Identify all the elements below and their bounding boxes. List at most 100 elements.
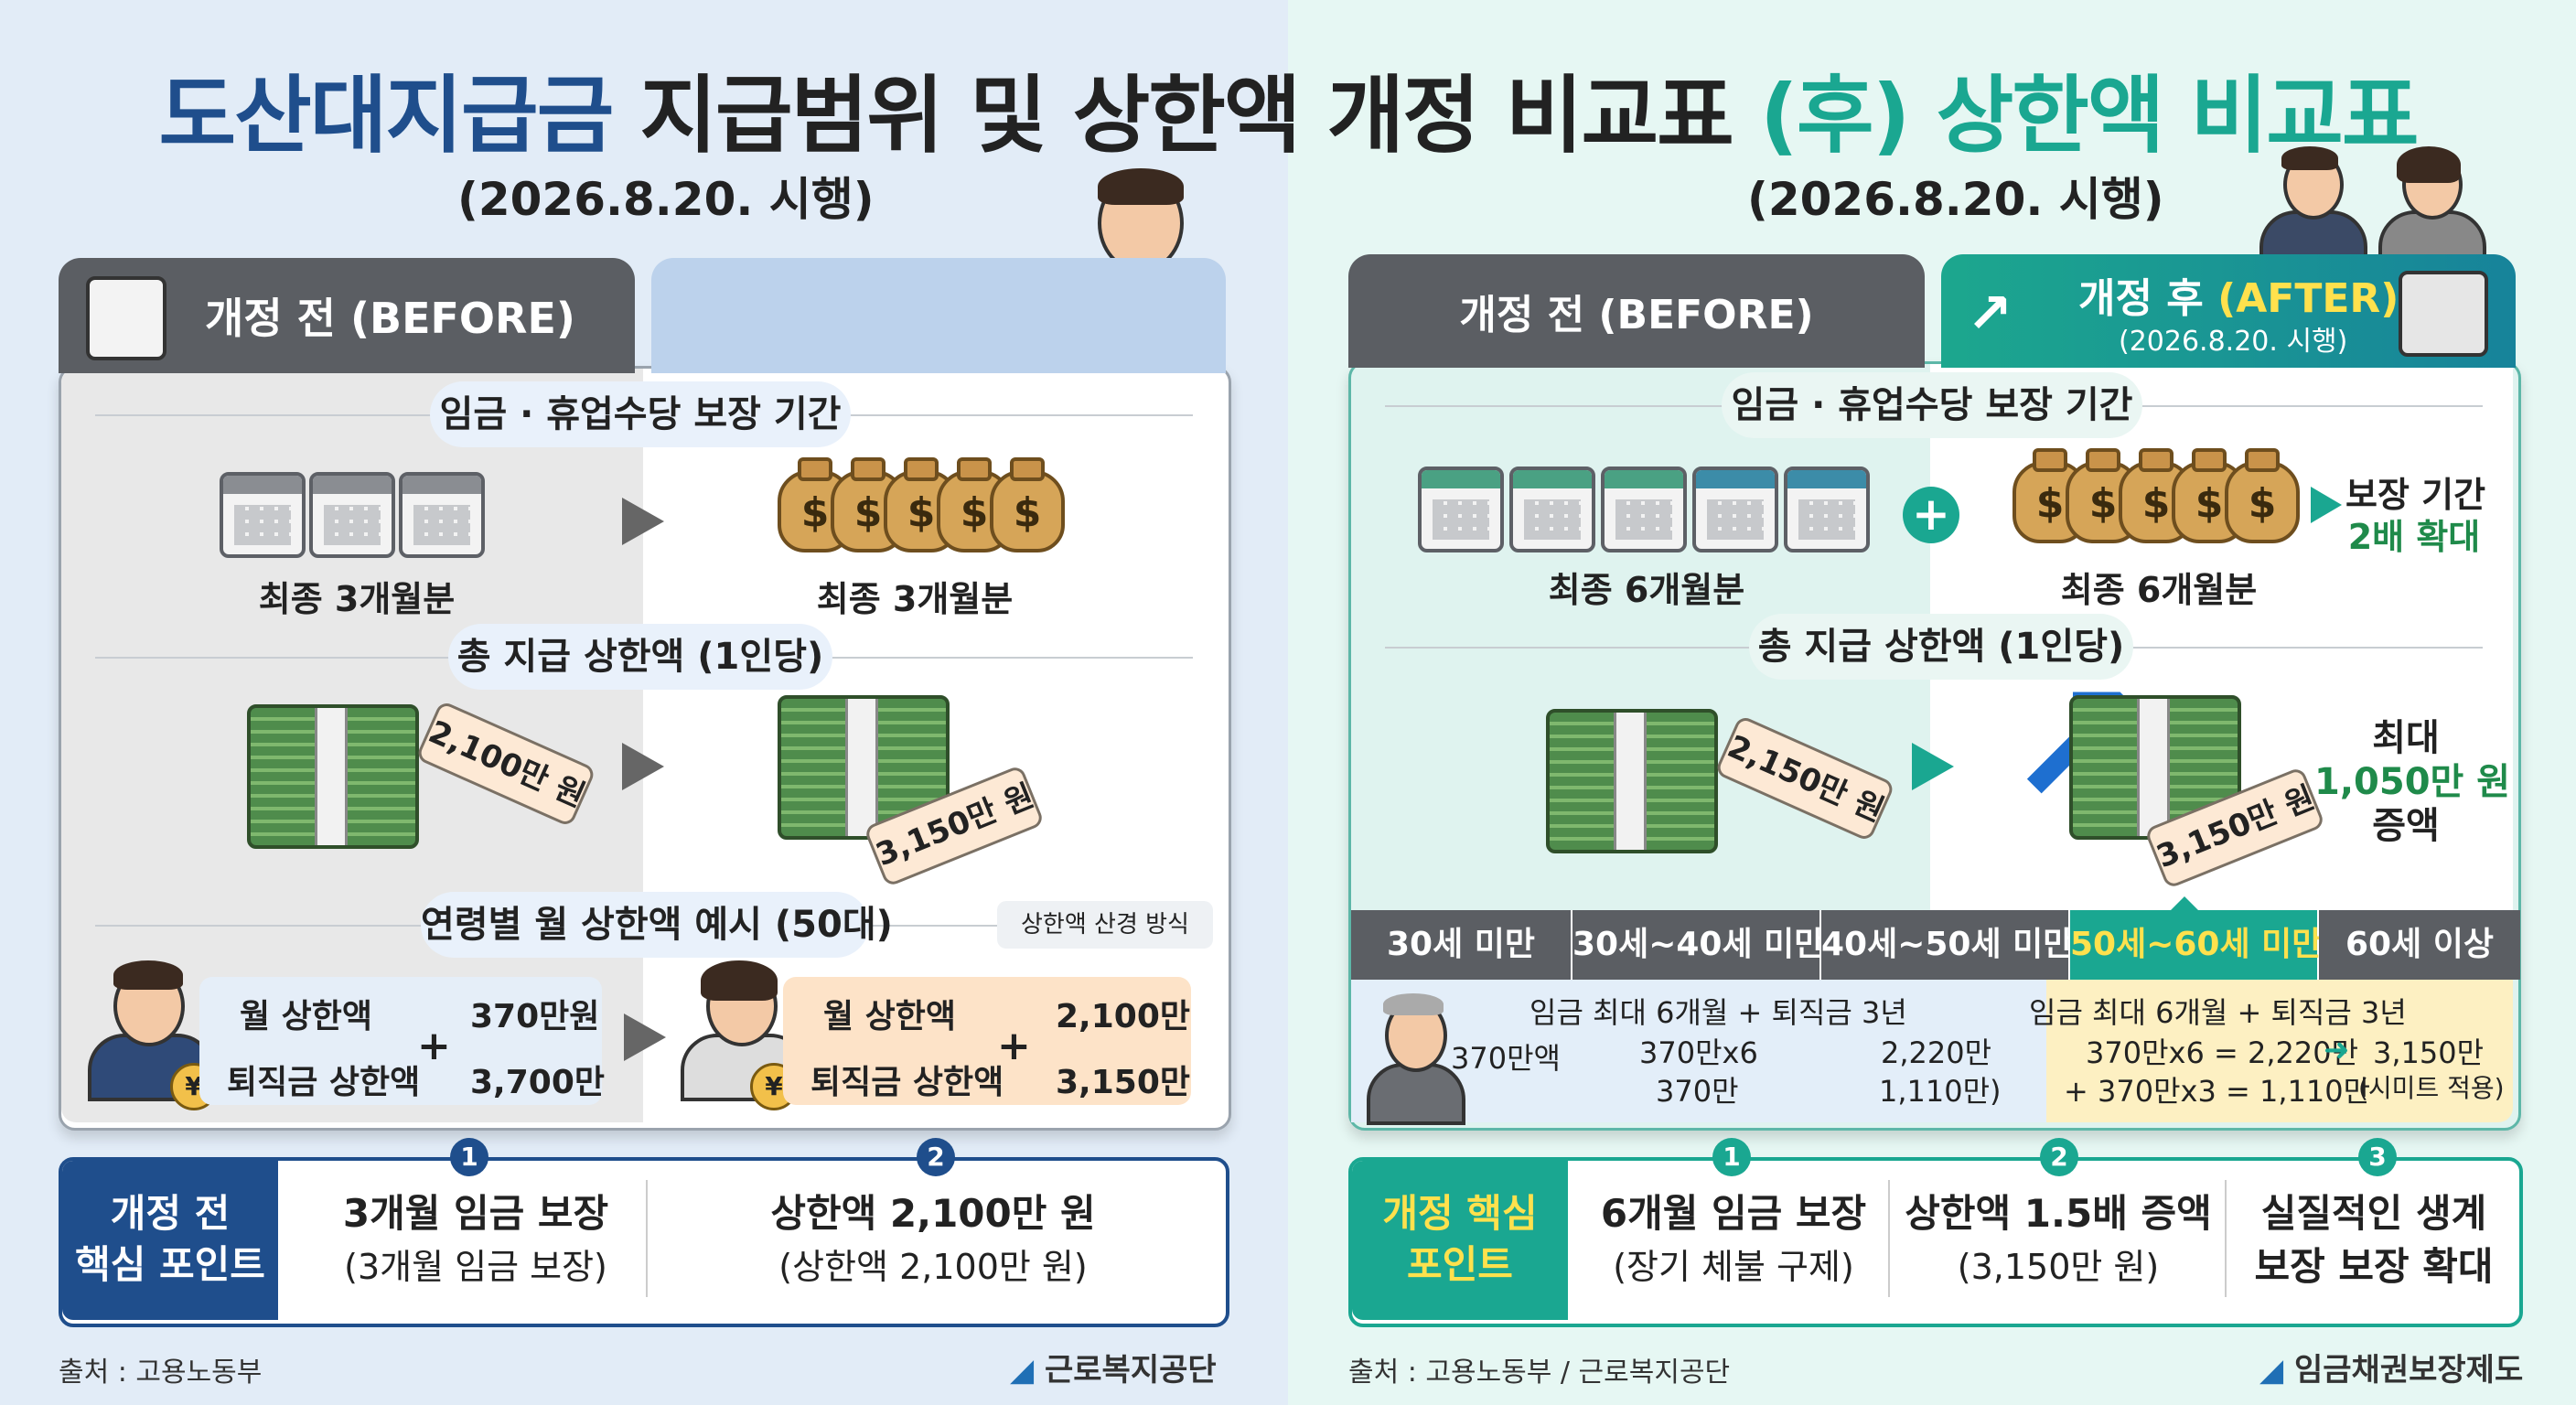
pointer-icon: [2168, 896, 2201, 913]
age-col-5: 60세 이상: [2319, 910, 2520, 980]
plus-icon: +: [1903, 487, 1959, 543]
after-tab-date: (2026.8.20. 시행): [2119, 326, 2348, 358]
left-subtitle: (2026.8.20. 시행): [457, 173, 875, 226]
elderly-worker-avatar: [1367, 993, 1467, 1125]
left-section2-pill: 총 지급 상한액 (1인당): [448, 624, 832, 690]
right-before-tab: 개정 전 (BEFORE): [1348, 254, 1925, 368]
expand-line1: 보장 기간: [2345, 475, 2486, 515]
key-main: 실질적인 생계: [2260, 1191, 2487, 1236]
money-bag-icon: $: [2225, 448, 2300, 543]
row-cell-5a: 3,150만: [2373, 1035, 2485, 1070]
after-tab-label: 개정 후: [2078, 275, 2204, 322]
left-before-tab-label: 개정 전 (BEFORE): [205, 294, 575, 343]
increase-line2: 1,050만 원: [2314, 761, 2511, 803]
male-worker-avatar: [86, 960, 214, 1101]
right-key-title: 개정 핵심 포인트: [1352, 1161, 1568, 1320]
key-sub: 보장 보장 확대: [2254, 1244, 2494, 1289]
divider: [1888, 1180, 1890, 1297]
arrow-right-icon: [624, 1014, 666, 1061]
row-cell-2b: 370만: [1656, 1074, 1739, 1109]
left-example-after: [783, 977, 1191, 1105]
age-col-2: 30세~40세 미만: [1572, 910, 1824, 980]
row-cell-3b: 1,110만): [1879, 1074, 2002, 1109]
trend-up-icon: ↗: [1967, 282, 2013, 346]
lock-calendar-icon: [86, 276, 166, 360]
left-after-tab: [651, 258, 1226, 373]
calendar-icon: [1784, 467, 1870, 552]
right-after-period: 최종 6개월분: [2060, 570, 2258, 610]
left-section1-pill: 임금 · 휴업수당 보장 기간: [430, 381, 851, 447]
arrow-right-icon: [1912, 743, 1954, 790]
ex1-label2: 퇴직금 상한액: [227, 1064, 421, 1101]
row-cell-1: 370만액: [1451, 1041, 1561, 1076]
right-after-tab: ↗ 개정 후 (AFTER) (2026.8.20. 시행): [1941, 254, 2516, 368]
right-logo-text: 임금채권보장제도: [2294, 1352, 2524, 1389]
row-head: 임금 최대 6개월 + 퇴직금 3년: [1530, 995, 1907, 1030]
ex1-plus: +: [417, 1023, 451, 1069]
divider: [2225, 1180, 2227, 1297]
calendar-icon: [309, 472, 395, 558]
expand-line2: 2배 확대: [2347, 517, 2481, 557]
method-label: 상한액 산경 방식: [997, 901, 1213, 949]
key-sub: (상한액 2,100만 원): [778, 1247, 1088, 1287]
ex2-val1: 2,100만: [1056, 998, 1190, 1035]
increase-line3: 증액: [2372, 805, 2440, 847]
key-main: 3개월 임금 보장: [342, 1191, 609, 1236]
left-logo-text: 근로복지공단: [1045, 1352, 1217, 1389]
right-source: 출처 : 고용노동부 / 근로복지공단: [1348, 1357, 1731, 1389]
left-source: 출처 : 고용노동부: [59, 1357, 263, 1389]
age-row-left: [1351, 980, 2046, 1122]
row-cell-3a: 2,220만: [1881, 1035, 1992, 1070]
title-part2: 지급범위 및 상한액 개정 비교표: [639, 67, 1733, 165]
right-section2-pill: 총 지급 상한액 (1인당): [1749, 614, 2133, 680]
ex2-label1: 월 상한액: [823, 998, 957, 1035]
left-key-2: 상한액 2,100만 원 (상한액 2,100만 원): [714, 1187, 1153, 1293]
right-subtitle: (2026.8.20. 시행): [1747, 173, 2164, 226]
calendar-icon: [1509, 467, 1595, 552]
main-title: 도산대지급금 지급범위 및 상한액 개정 비교표 (후) 상한액 비교표: [0, 48, 2576, 169]
calendar-icon: [1418, 467, 1504, 552]
row-cell-4b: + 370만x3 = 1,110만: [2064, 1074, 2371, 1109]
arrow-right-icon: ➜: [2324, 1032, 2350, 1068]
calendar-icon: [220, 472, 306, 558]
key-main: 6개월 임금 보장: [1600, 1191, 1867, 1236]
key-sub: (장기 체불 구제): [1613, 1247, 1854, 1287]
safe-icon: [2399, 271, 2488, 357]
ex1-label1: 월 상한액: [240, 998, 373, 1035]
key-number: 1: [1712, 1138, 1751, 1176]
key-number: 3: [2358, 1138, 2397, 1176]
age-row-highlight: [2046, 980, 2513, 1122]
ex2-val2: 3,150만: [1056, 1064, 1190, 1101]
calendar-icon: [1692, 467, 1778, 552]
method-label-text: 상한액 산경 방식: [1021, 911, 1189, 938]
left-logo: ◢ 근로복지공단: [1010, 1352, 1217, 1389]
right-logo: ◢ 임금채권보장제도: [2259, 1352, 2524, 1389]
two-workers-illustration: [2259, 146, 2497, 273]
left-before-tab: 개정 전 (BEFORE): [59, 258, 635, 373]
key-sub: (3개월 임금 보장): [344, 1247, 607, 1287]
left-after-period: 최종 3개월분: [816, 579, 1014, 619]
right-key-2: 상한액 1.5배 증액 (3,150만 원): [1894, 1187, 2223, 1293]
left-section3-pill: 연령별 월 상한액 예시 (50대): [421, 892, 893, 958]
right-key-1: 6개월 임금 보장 (장기 체불 구제): [1583, 1187, 1884, 1293]
ex2-label2: 퇴직금 상한액: [810, 1064, 1004, 1101]
key-number: 1: [450, 1138, 488, 1176]
key-number: 2: [2040, 1138, 2078, 1176]
left-key-title: 개정 전 핵심 포인트: [62, 1161, 278, 1320]
key-main: 상한액 1.5배 증액: [1905, 1191, 2212, 1236]
ex1-val1: 370만원: [470, 998, 600, 1035]
row-cell-4a: 370만x6 = 2,220만: [2086, 1035, 2359, 1070]
age-col-1: 30세 미만: [1351, 910, 1572, 980]
calendar-icon: [1601, 467, 1687, 552]
age-bar: 30세 미만 30세~40세 미만 40세~50세 미만 50세~60세 미만 …: [1351, 910, 2520, 980]
left-key-1: 3개월 임금 보장 (3개월 임금 보장): [302, 1187, 649, 1293]
right-before-tab-label: 개정 전 (BEFORE): [1459, 292, 1814, 338]
key-main: 상한액 2,100만 원: [770, 1191, 1096, 1236]
ex1-val2: 3,700만: [470, 1064, 605, 1101]
arrow-right-icon: [622, 498, 664, 545]
right-before-period: 최종 6개월분: [1548, 570, 1745, 610]
arrow-right-icon: [622, 743, 664, 790]
key-sub: (3,150만 원): [1957, 1247, 2160, 1287]
row-cell-5b: (시미트 적용): [2358, 1073, 2505, 1103]
